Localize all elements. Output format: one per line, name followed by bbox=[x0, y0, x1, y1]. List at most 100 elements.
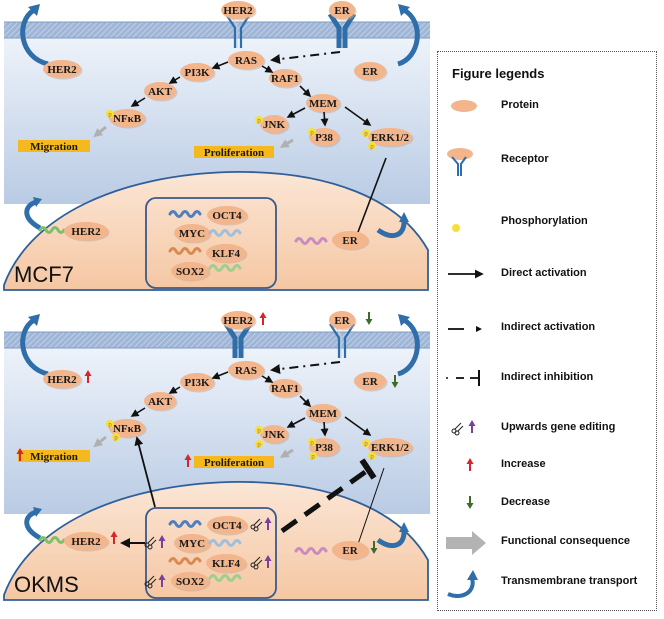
functional-consequence-icon bbox=[446, 531, 486, 555]
klf4-protein-label: KLF4 bbox=[212, 248, 241, 260]
legend-title: Figure legends bbox=[452, 66, 545, 81]
protein-shape bbox=[354, 372, 386, 390]
activation-arrow bbox=[168, 76, 181, 84]
ras-protein-label: RAS bbox=[235, 55, 257, 67]
myc-gene-strand bbox=[208, 229, 242, 237]
svg-text:p: p bbox=[108, 423, 112, 429]
nuclear-er-decrease-icon bbox=[370, 541, 378, 554]
phosphorylation-icon: p bbox=[255, 426, 263, 435]
legend-label: Upwards gene editing bbox=[501, 421, 616, 433]
protein-shape bbox=[332, 541, 368, 559]
proliferation-increase-icon bbox=[184, 454, 192, 467]
protein-icon bbox=[451, 100, 477, 112]
functional-consequence-arrow bbox=[93, 435, 107, 448]
legend-item-upwards-gene-editing: Upwards gene editing bbox=[438, 414, 656, 444]
nfkb-protein: NFκB bbox=[109, 109, 147, 129]
phosphorylation-icon: p bbox=[106, 110, 114, 119]
cell-membrane bbox=[4, 332, 430, 348]
transport-arrowhead bbox=[33, 507, 42, 517]
activation-arrow bbox=[211, 61, 229, 70]
sox2-gene-strand bbox=[208, 574, 242, 582]
nuclear-er-transport-icon bbox=[376, 221, 407, 239]
svg-text:p: p bbox=[311, 455, 315, 461]
raf1-protein-label: RAF1 bbox=[271, 383, 299, 395]
her2-gene-strand bbox=[38, 226, 66, 234]
protein-shape bbox=[306, 94, 340, 112]
cell-line-label: MCF7 bbox=[14, 262, 74, 287]
activation-arrow bbox=[130, 407, 146, 417]
nuclear-her2-protein-label: HER2 bbox=[71, 226, 101, 238]
protein-shape bbox=[309, 128, 339, 146]
oct4-gene-strand bbox=[168, 210, 202, 218]
gene-edit-up-arrow bbox=[158, 535, 166, 548]
raf1-protein-label: RAF1 bbox=[271, 73, 299, 85]
protein-shape bbox=[228, 51, 264, 69]
proliferation-box: Proliferation bbox=[194, 146, 274, 159]
svg-text:p: p bbox=[364, 442, 368, 448]
increase-icon bbox=[466, 458, 474, 471]
erk-er-arrow bbox=[354, 467, 385, 551]
proliferation-box: Proliferation bbox=[194, 456, 274, 469]
er-transport-icon bbox=[397, 7, 420, 67]
nuclear-er-protein-label: ER bbox=[342, 235, 358, 247]
myc-protein-label: MYC bbox=[179, 538, 205, 550]
mem-protein: MEM bbox=[306, 404, 342, 424]
nuclear-er-protein: ER bbox=[332, 231, 370, 251]
oct4-protein-label: OCT4 bbox=[212, 520, 242, 532]
proliferation-box-label: Proliferation bbox=[204, 147, 264, 159]
legend-item-indirect-inhibition: Indirect inhibition bbox=[438, 364, 656, 394]
phosphorylation-icon: p bbox=[368, 142, 376, 151]
surface-er-protein-label: ER bbox=[334, 315, 350, 327]
protein-shape bbox=[109, 109, 145, 127]
upwards-gene-editing-icon bbox=[250, 517, 272, 532]
jnk-protein: JNK bbox=[260, 425, 290, 445]
legend-item-indirect-activation: Indirect activation bbox=[438, 314, 656, 344]
p38-protein-label: P38 bbox=[315, 132, 333, 144]
nuclear-her2-protein: HER2 bbox=[64, 532, 110, 552]
sox2-gene-strand bbox=[208, 264, 242, 272]
upwards-gene-editing-icon bbox=[144, 574, 166, 589]
activation-arrow bbox=[299, 395, 312, 408]
activation-arrow bbox=[320, 421, 329, 437]
sox2-protein: SOX2 bbox=[171, 262, 211, 282]
scissors-icon bbox=[451, 422, 464, 436]
legend-label: Increase bbox=[501, 458, 546, 470]
klf4-gene-strand bbox=[168, 557, 202, 565]
okms-nfkb-arrow bbox=[134, 436, 156, 508]
svg-text:p: p bbox=[370, 145, 374, 151]
decrease-icon bbox=[466, 496, 474, 509]
cyto-er-protein: ER bbox=[354, 62, 388, 82]
migration-box-label: Migration bbox=[30, 141, 78, 153]
akt-protein-label: AKT bbox=[148, 86, 173, 98]
phosphorylation-icon: p bbox=[362, 129, 370, 138]
surface-her2-protein: HER2 bbox=[221, 1, 257, 21]
protein-shape bbox=[332, 231, 368, 249]
legend-label: Transmembrane transport bbox=[501, 575, 638, 587]
protein-shape bbox=[64, 532, 108, 550]
klf4-gene-strand bbox=[168, 247, 202, 255]
erk-protein: ERK1/2 bbox=[368, 438, 414, 458]
phosphorylation-icon: p bbox=[309, 452, 317, 461]
migration-box: Migration bbox=[18, 450, 90, 463]
akt-protein: AKT bbox=[144, 392, 178, 412]
legend-item-decrease: Decrease bbox=[438, 489, 656, 519]
transport-arrowhead bbox=[399, 212, 409, 222]
raf1-protein: RAF1 bbox=[269, 379, 303, 399]
migration-box-label: Migration bbox=[30, 451, 78, 463]
er-transport-icon bbox=[397, 317, 420, 377]
p38-protein-label: P38 bbox=[315, 442, 333, 454]
scissors-icon bbox=[250, 556, 263, 570]
gene-edit-up-arrow bbox=[264, 517, 272, 530]
scissors-icon bbox=[144, 575, 157, 589]
surface-er-protein-label: ER bbox=[334, 5, 350, 17]
protein-shape bbox=[144, 392, 176, 410]
increase-icon bbox=[466, 458, 474, 471]
protein-shape bbox=[221, 1, 255, 19]
cyto-her2-protein: HER2 bbox=[43, 370, 83, 390]
cyto-er-decrease-icon bbox=[391, 375, 399, 388]
protein-shape bbox=[206, 554, 246, 572]
okms-factor-box bbox=[145, 507, 277, 599]
akt-protein: AKT bbox=[144, 82, 178, 102]
